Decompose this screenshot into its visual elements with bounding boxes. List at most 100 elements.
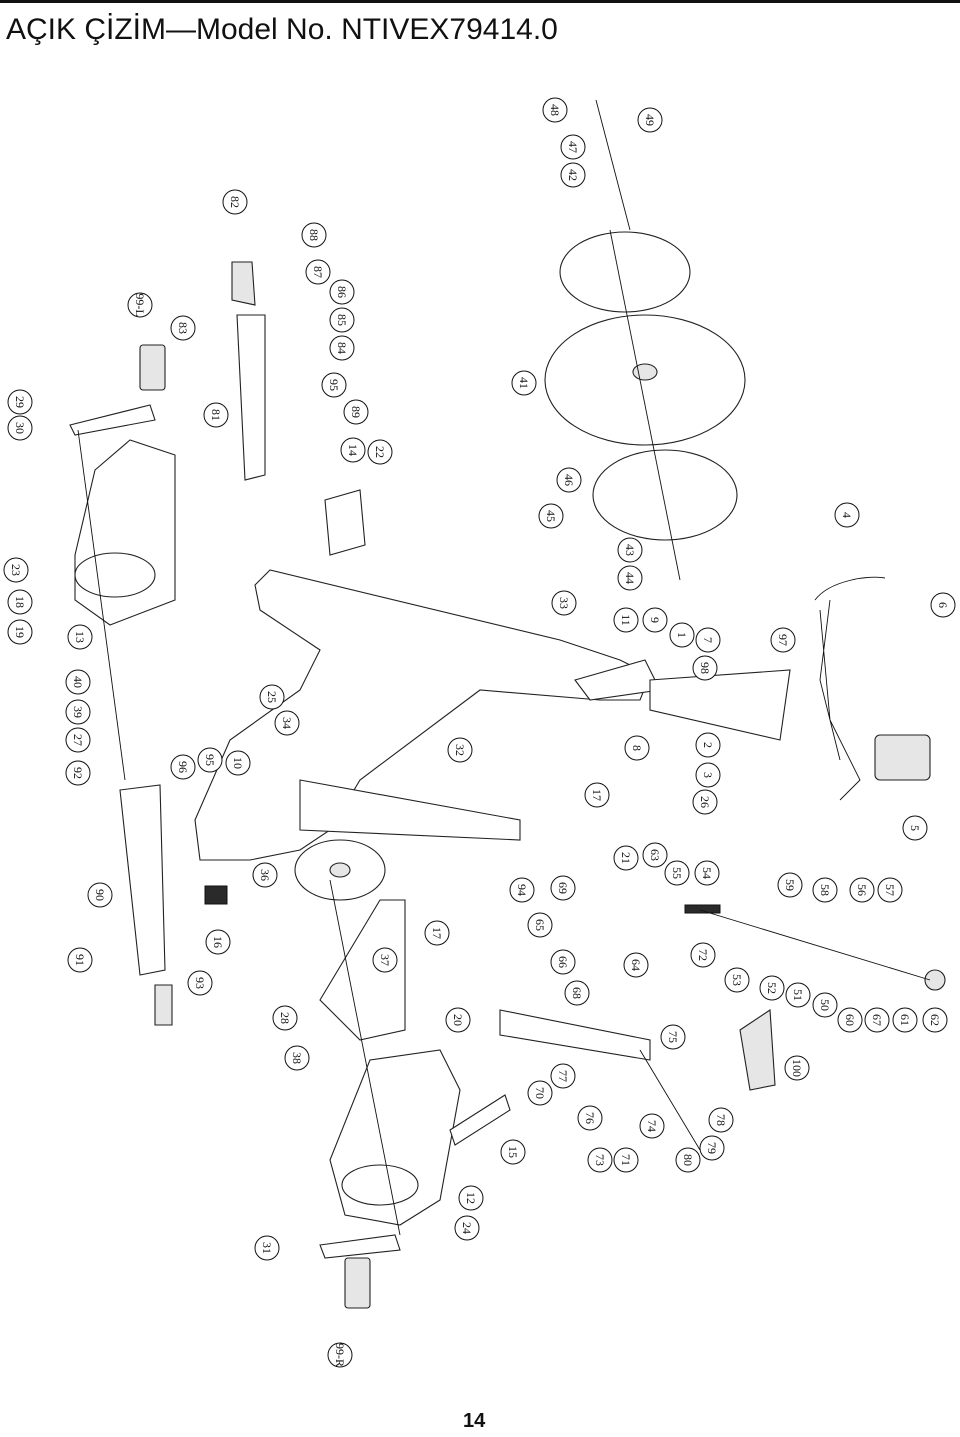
callout-circle (329, 279, 355, 305)
callout-93: 93 (187, 970, 213, 996)
callout-circle (624, 735, 650, 761)
callout-64: 64 (623, 952, 649, 978)
callout-63: 63 (642, 842, 668, 868)
callout-10: 10 (225, 750, 251, 776)
flywheel-cover-disc (559, 231, 691, 313)
callout-23: 23 (3, 557, 29, 583)
callout-79: 79 (699, 1135, 725, 1161)
callout-circle (372, 947, 398, 973)
callout-circle (695, 732, 721, 758)
callout-84: 84 (329, 335, 355, 361)
callout-33: 33 (551, 590, 577, 616)
callout-number: 94 (515, 884, 529, 896)
chain-guard-left-ring (74, 552, 156, 598)
crank-axle (77, 429, 126, 781)
flywheel-inner-disc (592, 449, 738, 541)
callout-9: 9 (642, 607, 668, 633)
callout-number: 70 (533, 1087, 547, 1099)
callout-number: 41 (517, 377, 531, 389)
callout-circle (340, 437, 366, 463)
callout-circle (834, 502, 860, 528)
callout-number: 10 (231, 757, 245, 769)
callout-number: 83 (176, 322, 190, 334)
callout-32: 32 (447, 737, 473, 763)
callout-circle (254, 1235, 280, 1261)
callout-number: 15 (506, 1146, 520, 1158)
callout-circle (527, 1080, 553, 1106)
callout-number: 59 (783, 879, 797, 891)
seat (739, 1009, 776, 1091)
callout-number: 65 (533, 919, 547, 931)
callout-number: 23 (9, 564, 23, 576)
lever-rod (639, 1049, 701, 1151)
callout-48: 48 (542, 97, 568, 123)
callout-circle (445, 1007, 471, 1033)
handlebar (814, 576, 886, 801)
callout-54: 54 (694, 860, 720, 886)
callout-number: 78 (714, 1114, 728, 1126)
callout-number: 48 (548, 104, 562, 116)
callout-circle (225, 750, 251, 776)
callout-number: 22 (373, 446, 387, 458)
callout-98: 98 (692, 655, 718, 681)
callout-30: 30 (7, 415, 33, 441)
callout-circle (67, 947, 93, 973)
callout-number: 42 (566, 169, 580, 181)
callout-circle (272, 1005, 298, 1031)
callout-circle (637, 107, 663, 133)
callout-circle (67, 624, 93, 650)
callout-41: 41 (511, 370, 537, 396)
callout-circle (660, 1024, 686, 1050)
chain-guard-right-ring (341, 1164, 419, 1206)
frame-tube (299, 779, 521, 841)
callout-18: 18 (7, 589, 33, 615)
callout-11: 11 (613, 607, 639, 633)
callout-58: 58 (812, 877, 838, 903)
callout-number: 19 (13, 626, 27, 638)
callout-97: 97 (770, 627, 796, 653)
callout-31: 31 (254, 1235, 280, 1261)
callout-83: 83 (170, 315, 196, 341)
callout-number: 57 (883, 884, 897, 896)
callout-number: 80 (681, 1154, 695, 1166)
callout-circle (849, 877, 875, 903)
callout-number: 60 (843, 1014, 857, 1026)
callout-circle (675, 1147, 701, 1173)
console (874, 734, 931, 781)
callout-number: 8 (630, 745, 644, 751)
callout-87: 87 (305, 259, 331, 285)
callout-circle (550, 1063, 576, 1089)
callout-circle (837, 1007, 863, 1033)
callout-number: 93 (193, 977, 207, 989)
callout-82: 82 (222, 189, 248, 215)
callout-66: 66 (550, 949, 576, 975)
callout-number: 53 (730, 974, 744, 986)
callout-number: 6 (936, 602, 950, 608)
callout-90: 90 (87, 882, 113, 908)
callout-number: 68 (570, 987, 584, 999)
callout-circle (127, 292, 153, 318)
callout-47: 47 (560, 134, 586, 160)
callout-number: 89 (349, 406, 363, 418)
callout-circle (577, 1105, 603, 1131)
callout-circle (500, 1139, 526, 1165)
callout-number: 46 (562, 474, 576, 486)
callout-circle (203, 402, 229, 428)
callout-circle (3, 557, 29, 583)
callout-56: 56 (849, 877, 875, 903)
callout-34: 34 (274, 710, 300, 736)
callout-44: 44 (617, 565, 643, 591)
callout-94: 94 (509, 877, 535, 903)
callout-96: 96 (170, 754, 196, 780)
callout-circle (274, 710, 300, 736)
pedal-left (139, 344, 166, 391)
callout-17: 17 (584, 782, 610, 808)
callout-circle (65, 699, 91, 725)
callout-number: 14 (346, 444, 360, 456)
callout-21: 21 (613, 845, 639, 871)
end-cap-front (231, 261, 256, 306)
callout-circle (784, 1055, 810, 1081)
callout-number: 74 (645, 1120, 659, 1132)
callout-53: 53 (724, 967, 750, 993)
callout-number: 97 (776, 634, 790, 646)
